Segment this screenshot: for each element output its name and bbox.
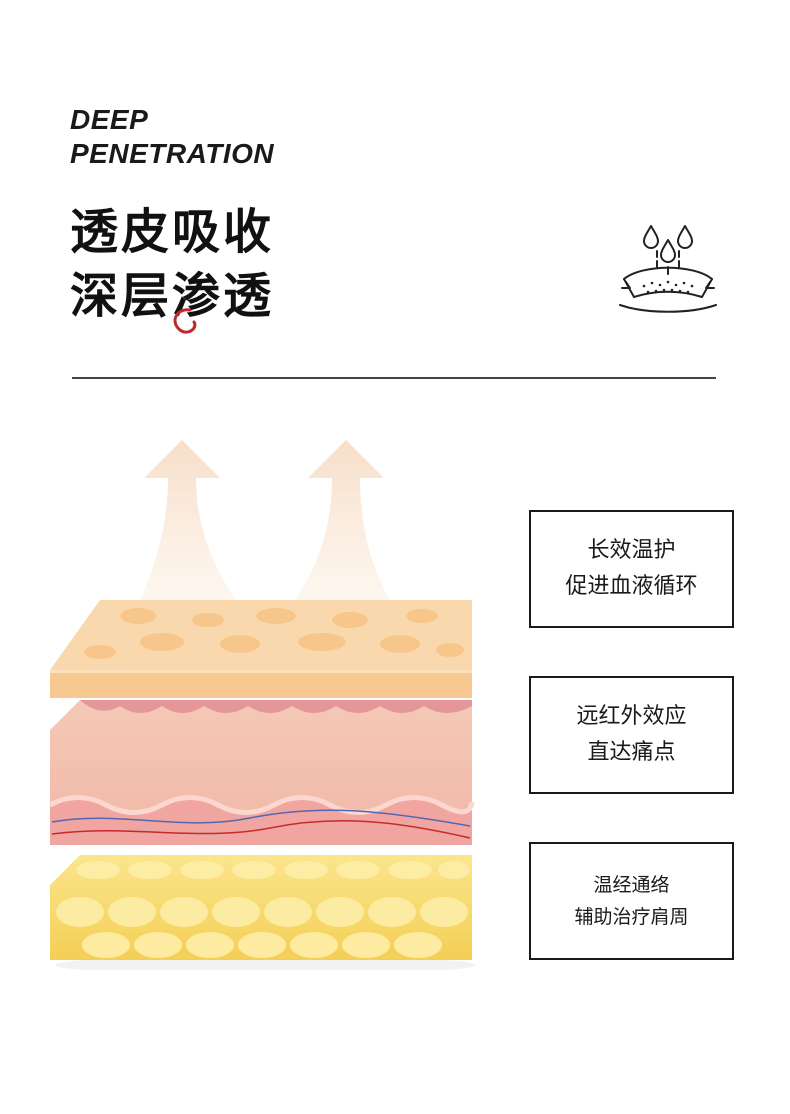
feature-box-far-infrared: 远红外效应 直达痛点: [529, 676, 734, 794]
feature-line-1: 温经通络: [593, 874, 670, 896]
feature-line-2: 直达痛点: [587, 740, 676, 765]
fat-layer: [50, 855, 472, 960]
heat-arrow-right: [295, 440, 390, 600]
heading-english-line-1: DEEP: [70, 104, 149, 135]
heading-chinese: 透皮吸收 深层渗透: [70, 200, 274, 328]
skin-layers-illustration: [48, 440, 475, 970]
feature-line-2: 辅助治疗肩周: [574, 906, 689, 928]
heat-arrow-left: [140, 440, 236, 600]
feature-line-1: 远红外效应: [576, 704, 687, 729]
heading-chinese-line-2: 深层渗透: [70, 268, 275, 324]
epidermis-layer: [50, 600, 472, 698]
feature-box-warmth: 长效温护 促进血液循环: [529, 510, 734, 628]
dermis-layer: [48, 700, 475, 845]
heading-chinese-line-1: 透皮吸收: [70, 204, 275, 260]
accent-swirl-icon: [173, 308, 197, 334]
feature-line-2: 促进血液循环: [565, 574, 698, 599]
feature-line-1: 长效温护: [587, 538, 676, 563]
section-divider: [72, 377, 716, 379]
heading-english: DEEP PENETRATION: [70, 103, 274, 171]
feature-box-meridian: 温经通络 辅助治疗肩周: [529, 842, 734, 960]
skin-absorption-icon: [619, 225, 717, 313]
heading-english-line-2: PENETRATION: [70, 138, 275, 169]
